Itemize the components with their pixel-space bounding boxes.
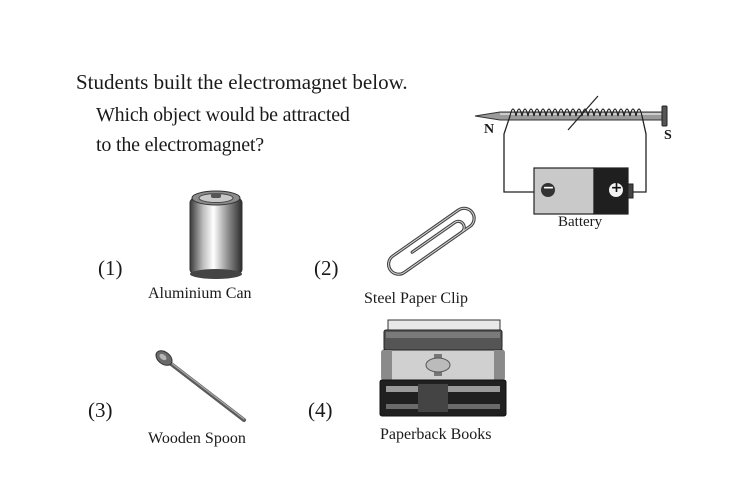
option-4-number: (4): [308, 398, 333, 422]
battery-label: Battery: [558, 214, 603, 230]
option-1-number: (1): [98, 256, 123, 280]
electromagnet-icon: [474, 95, 668, 215]
option-4-caption: Paperback Books: [380, 426, 492, 443]
books-icon: [379, 319, 507, 417]
can-icon: [189, 190, 243, 279]
battery-positive-symbol: +: [610, 180, 623, 196]
question-line-2: Which object would be attracted: [96, 104, 350, 126]
electromagnet-diagram: − + N S Battery: [470, 92, 690, 232]
question-line-3: to the electromagnet?: [96, 134, 264, 156]
battery-negative-symbol: −: [542, 180, 555, 196]
paper-clip-icon: [387, 206, 476, 276]
north-pole-label: N: [484, 122, 495, 137]
question-line-1: Students built the electromagnet below.: [76, 70, 408, 94]
option-2-number: (2): [314, 256, 339, 280]
option-3-caption: Wooden Spoon: [148, 430, 246, 447]
south-pole-label: S: [664, 128, 672, 143]
option-2-caption: Steel Paper Clip: [364, 290, 468, 307]
option-1-caption: Aluminium Can: [148, 285, 252, 302]
spoon-icon: [155, 350, 246, 422]
option-3-number: (3): [88, 398, 113, 422]
